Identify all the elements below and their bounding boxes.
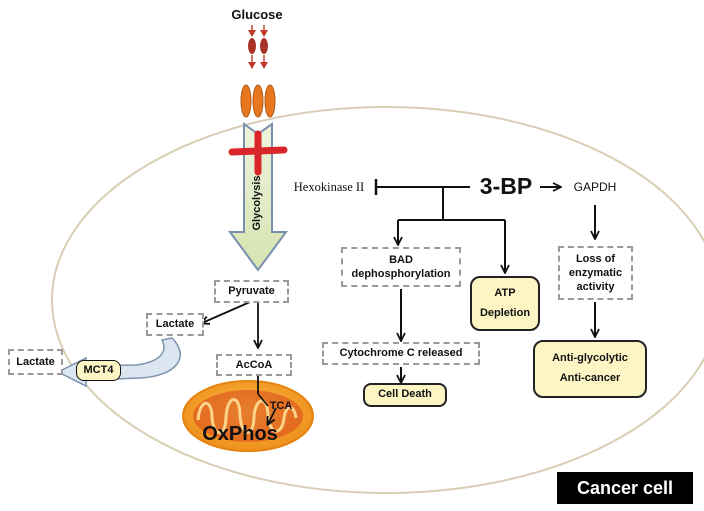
anti-cancer-label: Anti-cancer [559,372,621,384]
glucose-label: Glucose [231,7,283,22]
lactate-intracellular-box: Lactate [146,313,204,336]
glucose-molecules [248,38,268,54]
tca-label: TCA [269,400,293,412]
loss-of-activity-box: Loss of enzymatic activity [558,246,633,300]
cell-death-box: Cell Death [363,383,447,407]
hexokinase-label: Hexokinase II [293,180,365,194]
lactate-extracellular-box: Lactate [8,349,63,375]
cell-membrane [51,106,704,494]
atp-line1: ATP [494,286,516,299]
accoa-box: AcCoA [216,354,292,376]
loss-line2: enzymatic [568,266,623,279]
cancer-cell-title: Cancer cell [557,472,693,504]
drug-3bp-label: 3-BP [479,173,533,199]
anti-glycolytic-label: Anti-glycolytic [552,352,628,365]
cytochrome-c-box: Cytochrome C released [322,342,480,365]
mitochondrion-icon [182,380,314,452]
pyruvate-box: Pyruvate [214,280,289,303]
glycolysis-arrow [228,122,288,272]
bad-line1: BAD [389,253,413,266]
atp-line2: Depletion [479,306,531,319]
anti-glycolytic-box: Anti-glycolytic Anti-cancer [533,340,647,398]
bad-line2: dephosphorylation [351,268,451,280]
loss-line1: Loss of [575,252,616,265]
glucose-inflow-arrows [248,25,268,69]
loss-line3: activity [576,281,615,294]
atp-depletion-box: ATP Depletion [470,276,540,331]
oxphos-label: OxPhos [202,423,278,445]
glycolysis-label: Glycolysis [251,175,263,231]
gapdh-label: GAPDH [573,180,617,194]
inhibition-mark-icon [228,130,288,176]
mct4-transporter: MCT4 [76,360,121,381]
glucose-transporter-icon [240,84,276,118]
bad-dephosphorylation-box: BAD dephosphorylation [341,247,461,287]
